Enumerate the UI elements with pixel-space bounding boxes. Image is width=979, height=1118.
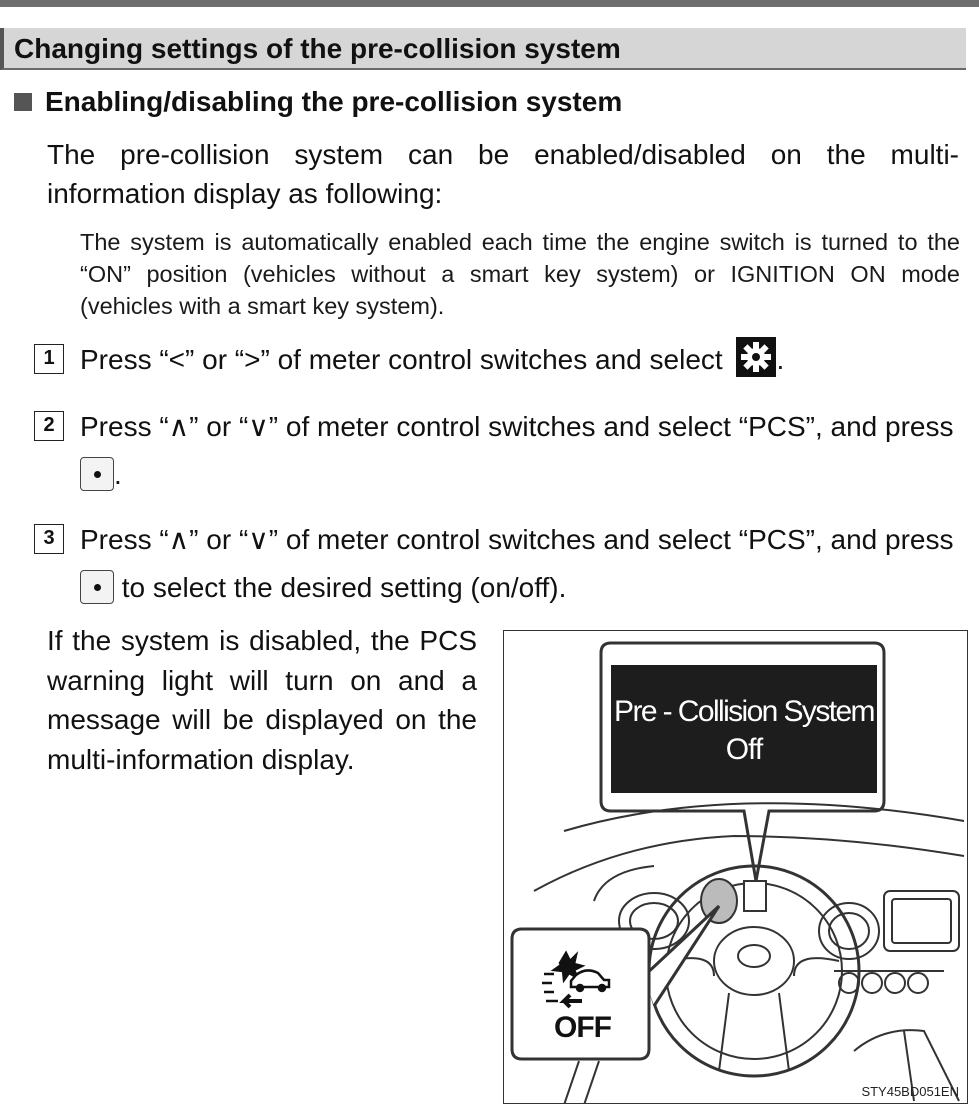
square-bullet-icon xyxy=(14,93,32,111)
step-text: Press “∧” or “∨” of meter control switch… xyxy=(80,516,960,612)
step-3-label: Press “∧” or “∨” of meter control switch… xyxy=(80,524,954,555)
step-1-end: . xyxy=(776,344,785,375)
step-1-label: Press “<” or “>” of meter control switch… xyxy=(80,344,723,375)
section-title: Changing settings of the pre-collision s… xyxy=(14,33,621,64)
note-paragraph: The system is automatically enabled each… xyxy=(80,229,960,319)
disabled-paragraph: If the system is disabled, the PCS warni… xyxy=(47,625,477,775)
top-rule xyxy=(0,0,979,7)
subsection-heading: Enabling/disabling the pre-collision sys… xyxy=(14,86,622,118)
section-header: Changing settings of the pre-collision s… xyxy=(0,28,966,70)
display-line-2: Off xyxy=(725,733,763,766)
step-number: 3 xyxy=(34,524,64,554)
settings-gear-icon xyxy=(736,337,777,377)
subsection-title: Enabling/disabling the pre-collision sys… xyxy=(45,86,623,117)
step-text: Press “<” or “>” of meter control switch… xyxy=(80,336,960,384)
intro-paragraph: The pre-collision system can be enabled/… xyxy=(47,139,959,209)
step-3-end: to select the desired setting (on/off). xyxy=(114,572,567,603)
step-number: 1 xyxy=(34,344,64,374)
figure-code: STY45BD051EN xyxy=(861,1084,959,1099)
step-2-label: Press “∧” or “∨” of meter control switch… xyxy=(80,411,954,442)
display-message: Pre - Collision System Off xyxy=(611,665,877,793)
step-2-end: . xyxy=(114,459,122,490)
dashboard-figure: Pre - Collision System Off OFF STY45BD05… xyxy=(503,630,968,1104)
step-number: 2 xyxy=(34,411,64,441)
display-line-1: Pre - Collision System xyxy=(614,695,875,728)
pcs-warning-icon xyxy=(542,950,611,1009)
ok-button-icon xyxy=(80,457,114,491)
step-text: Press “∧” or “∨” of meter control switch… xyxy=(80,403,960,499)
warning-off-label: OFF xyxy=(554,1011,612,1044)
ok-button-icon xyxy=(80,570,114,604)
